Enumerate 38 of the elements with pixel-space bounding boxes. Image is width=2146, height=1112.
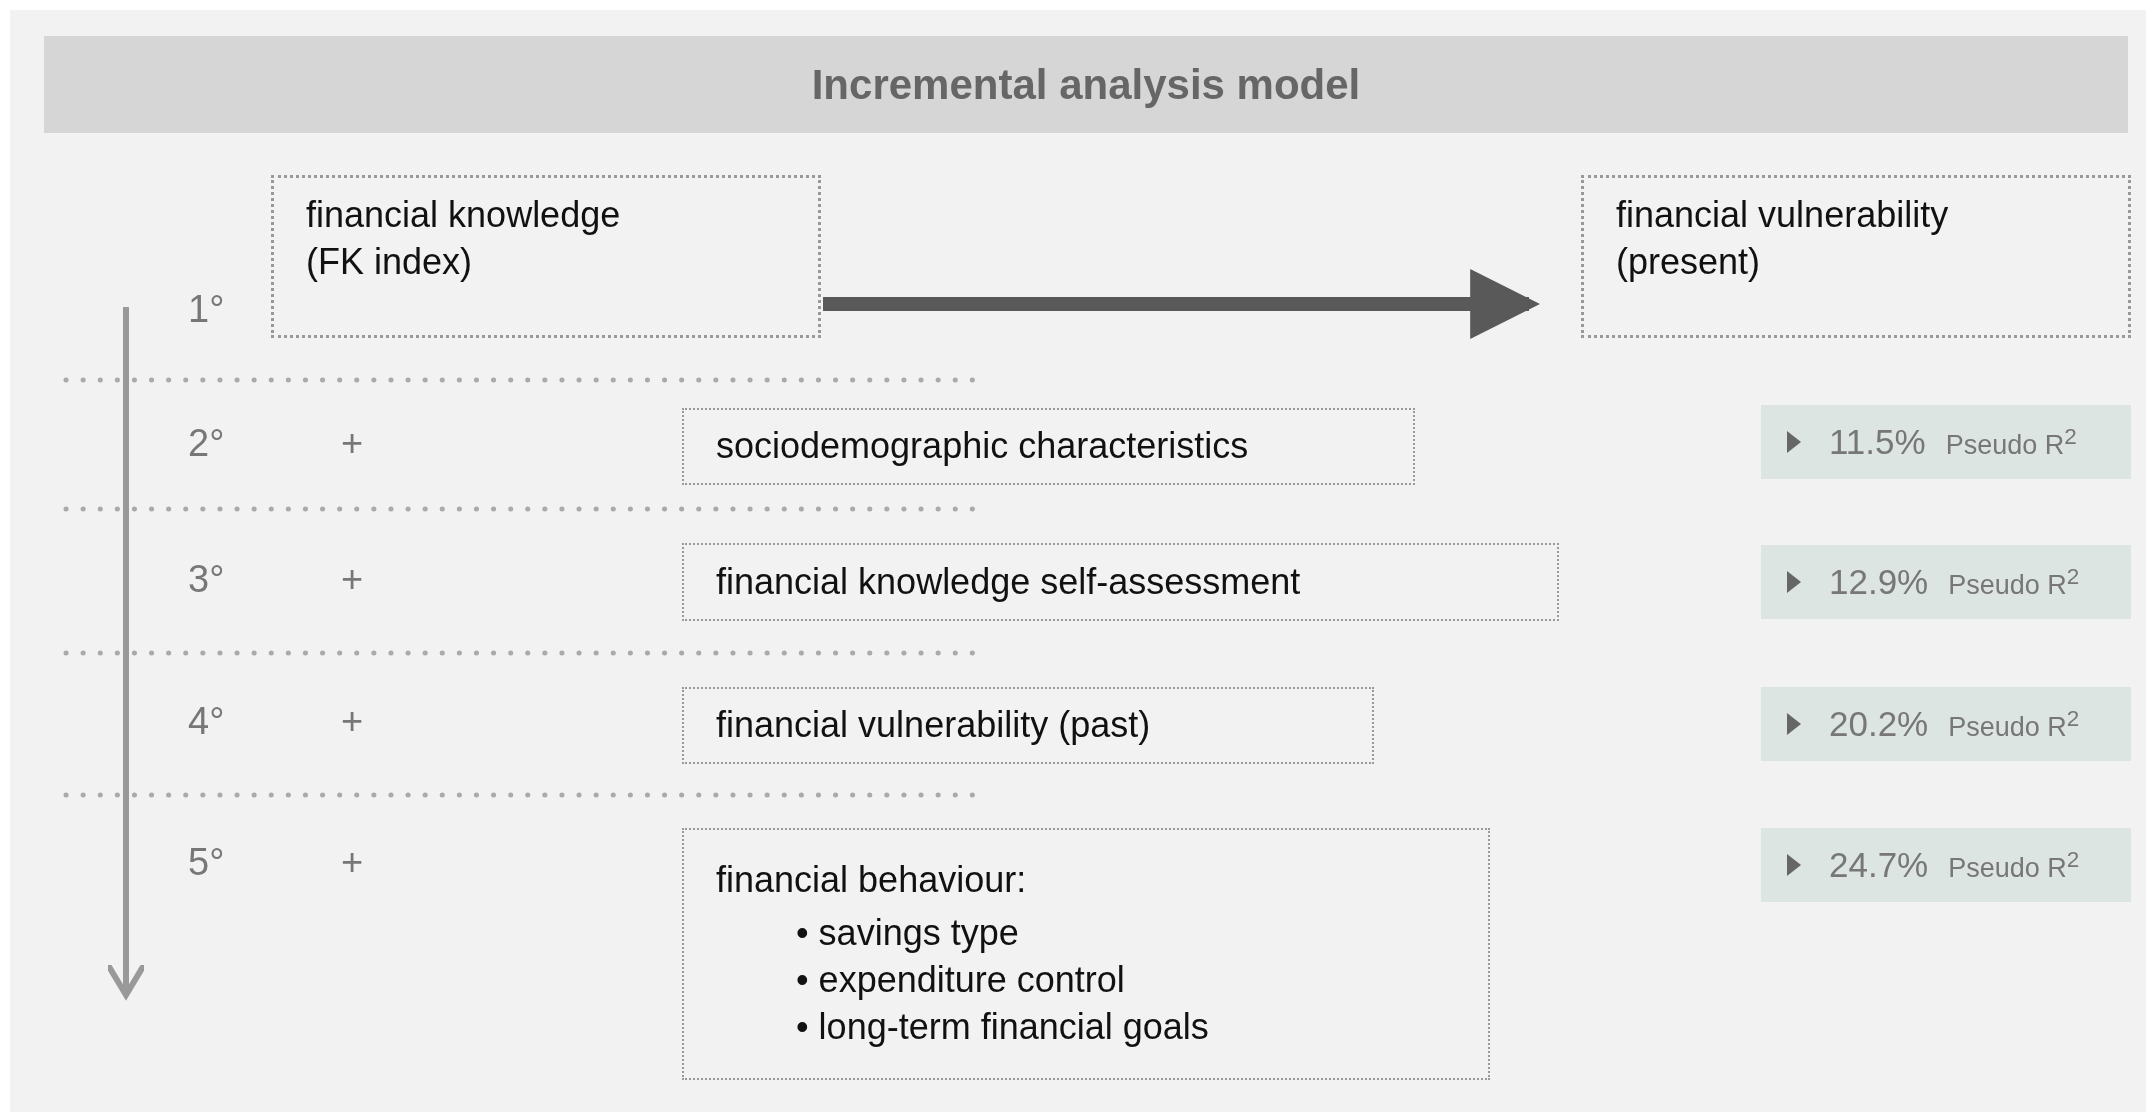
- box-text: sociodemographic characteristics: [716, 424, 1249, 469]
- r-squared-value: 11.5%: [1829, 422, 1926, 462]
- variable-box: [1581, 175, 2131, 338]
- bullet-item: • savings type: [796, 911, 1020, 956]
- r-squared-value: 20.2%: [1829, 704, 1929, 744]
- box-text: financial behaviour:: [716, 858, 1028, 903]
- plus-sign: +: [341, 700, 364, 743]
- step-number: 1°: [188, 288, 225, 331]
- bullet-item: • expenditure control: [796, 958, 1126, 1002]
- box-text: financial knowledge (FK index): [306, 193, 622, 284]
- bullet-item: • long-term financial goals: [796, 1004, 1209, 1049]
- box-text: financial knowledge self-assessment: [716, 559, 1301, 604]
- result-badge: [1761, 545, 2131, 619]
- box-text: financial vulnerability (present): [1616, 193, 1950, 284]
- predictor-box: [682, 828, 1490, 1080]
- plus-sign: +: [341, 841, 364, 884]
- result-badge: [1761, 828, 2131, 902]
- result-badge: [1761, 405, 2131, 479]
- r-squared-label: Pseudo R$^{2}$: [1948, 846, 2080, 884]
- r-squared-label: Pseudo R$^{2}$: [1948, 705, 2080, 743]
- r-squared-label: Pseudo R$^{2}$: [1945, 423, 2077, 461]
- diagram-title: Incremental analysis model: [811, 60, 1361, 109]
- result-badge: [1761, 687, 2131, 761]
- step-number: 5°: [188, 841, 225, 884]
- arrow: [823, 269, 1541, 339]
- r-squared-label: Pseudo R$^{2}$: [1948, 563, 2080, 601]
- r-squared-value: 12.9%: [1829, 562, 1929, 602]
- step-number: 3°: [188, 558, 225, 601]
- predictor-box: [682, 408, 1415, 485]
- predictor-box: [682, 687, 1374, 764]
- step-number: 4°: [188, 700, 225, 743]
- predictor-box: [682, 543, 1559, 621]
- plus-sign: +: [341, 558, 364, 601]
- step-number: 2°: [188, 422, 225, 465]
- box-text: financial vulnerability (past): [716, 703, 1151, 748]
- plus-sign: +: [341, 422, 364, 465]
- r-squared-value: 24.7%: [1829, 845, 1929, 885]
- variable-box: [271, 175, 821, 338]
